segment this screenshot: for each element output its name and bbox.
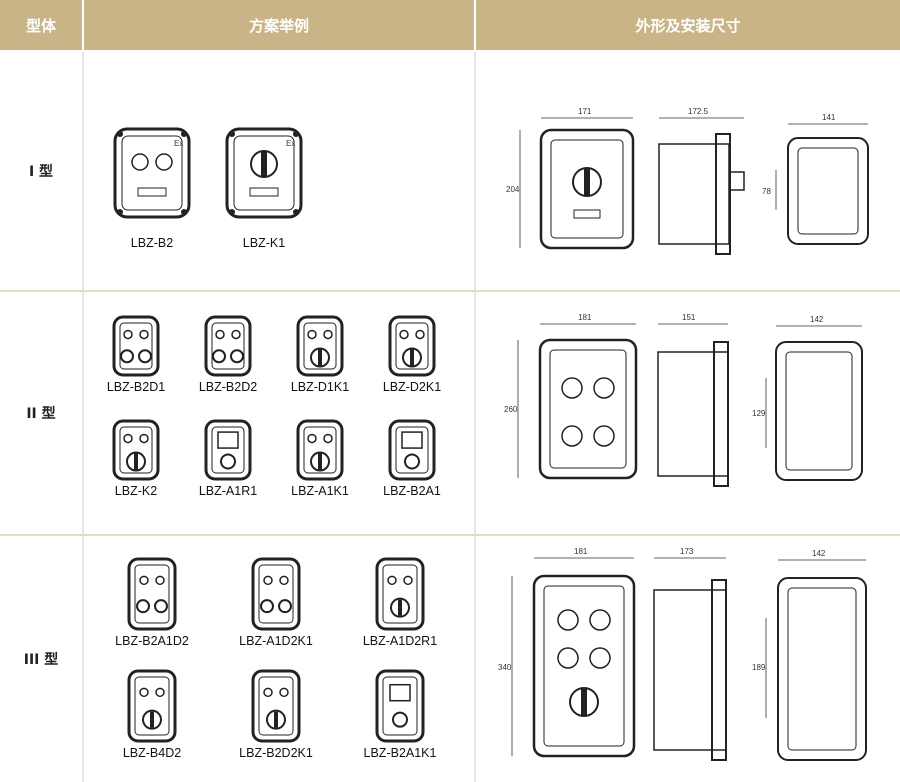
dimension-drawing-icon: 181 340 173 142 189 [498, 547, 867, 761]
scheme-item: Ex LBZ-K1 [224, 124, 304, 254]
scheme-label: LBZ-B2A1D2 [115, 634, 189, 648]
scheme-item: LBZ-D2K1 [383, 314, 441, 398]
scheme-label: LBZ-A1D2K1 [239, 634, 313, 648]
scheme-item: LBZ-A1D2K1 [239, 556, 313, 652]
svg-text:Ex: Ex [174, 139, 183, 148]
scheme-item: LBZ-B2A1D2 [115, 556, 189, 652]
scheme-label: LBZ-K2 [114, 484, 158, 498]
enclosure-icon [388, 315, 436, 377]
dimension-drawing-icon: 181 260 151 142 129 [504, 313, 863, 487]
scheme-label: LBZ-B2D1 [106, 380, 166, 394]
type-label-1: I 型 [0, 52, 82, 290]
scheme-item: LBZ-B2D1 [107, 314, 165, 398]
scheme-label: LBZ-B2A1 [383, 484, 441, 498]
scheme-label: LBZ-D1K1 [290, 380, 350, 394]
enclosure-icon [204, 315, 252, 377]
svg-text:171: 171 [578, 107, 592, 116]
enclosure-icon [112, 315, 160, 377]
header-scheme: 方案举例 [84, 0, 474, 50]
enclosure-icon [251, 557, 301, 631]
svg-text:142: 142 [812, 549, 826, 558]
scheme-label: LBZ-A1K1 [291, 484, 349, 498]
svg-text:340: 340 [498, 663, 512, 672]
scheme-item: LBZ-K2 [111, 418, 161, 502]
scheme-item: LBZ-B2D2 [199, 314, 257, 398]
scheme-item: LBZ-D1K1 [291, 314, 349, 398]
enclosure-b2-icon: Ex [113, 127, 191, 219]
enclosure-icon [127, 669, 177, 743]
scheme-label: LBZ-K1 [242, 236, 286, 250]
enclosure-icon [296, 419, 344, 481]
svg-text:204: 204 [506, 185, 520, 194]
svg-text:Ex: Ex [286, 139, 295, 148]
scheme-label: LBZ-B2D2K1 [239, 746, 313, 760]
enclosure-icon [112, 419, 160, 481]
dimension-drawing-icon: 171 204 172.5 141 78 [506, 107, 869, 255]
enclosure-icon [127, 557, 177, 631]
enclosure-icon [204, 419, 252, 481]
scheme-label: LBZ-D2K1 [382, 380, 442, 394]
scheme-label: LBZ-A1R1 [198, 484, 258, 498]
scheme-label: LBZ-B2D2 [198, 380, 258, 394]
svg-text:141: 141 [822, 113, 836, 122]
row-type-1: I 型 Ex LBZ-B2 [0, 52, 900, 290]
scheme-item: LBZ-B2A1K1 [364, 668, 436, 764]
svg-text:173: 173 [680, 547, 694, 556]
enclosure-icon [296, 315, 344, 377]
svg-text:129: 129 [752, 409, 766, 418]
dims-cell-3: 181 340 173 142 189 [476, 536, 900, 782]
enclosure-icon [375, 669, 425, 743]
scheme-cell-1: Ex LBZ-B2 Ex LBZ-K1 [84, 52, 474, 290]
header-type: 型体 [0, 0, 82, 50]
type-label-3: III 型 [0, 536, 82, 782]
scheme-label: LBZ-B4D2 [122, 746, 182, 760]
scheme-label: LBZ-A1D2R1 [362, 634, 438, 648]
scheme-label: LBZ-B2A1K1 [363, 746, 437, 760]
svg-text:78: 78 [762, 187, 771, 196]
svg-text:151: 151 [682, 313, 696, 322]
enclosure-icon [251, 669, 301, 743]
scheme-item: LBZ-B2A1 [383, 418, 441, 502]
scheme-label: LBZ-B2 [130, 236, 174, 250]
scheme-item: LBZ-A1K1 [291, 418, 349, 502]
svg-text:142: 142 [810, 315, 824, 324]
enclosure-k1-icon: Ex [225, 127, 303, 219]
scheme-item: LBZ-A1R1 [199, 418, 257, 502]
svg-text:189: 189 [752, 663, 766, 672]
scheme-item: LBZ-B4D2 [122, 668, 182, 764]
dims-cell-1: 171 204 172.5 141 78 [476, 52, 900, 290]
scheme-item: LBZ-A1D2R1 [363, 556, 437, 652]
scheme-item: LBZ-B2D2K1 [239, 668, 313, 764]
svg-text:260: 260 [504, 405, 518, 414]
type-label-2: II 型 [0, 292, 82, 534]
svg-text:181: 181 [578, 313, 592, 322]
enclosure-icon [388, 419, 436, 481]
svg-text:172.5: 172.5 [688, 107, 709, 116]
enclosure-icon [375, 557, 425, 631]
svg-text:181: 181 [574, 547, 588, 556]
scheme-item: Ex LBZ-B2 [112, 124, 192, 254]
dims-cell-2: 181 260 151 142 129 [476, 292, 900, 534]
header-dims: 外形及安装尺寸 [476, 0, 900, 50]
